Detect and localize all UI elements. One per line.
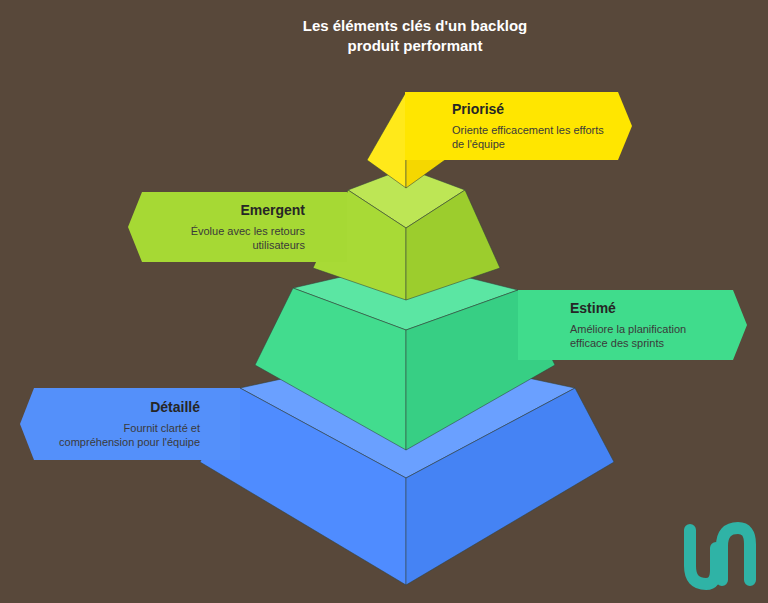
logo-stroke [690, 530, 716, 584]
callout-banner: DétailléFournit clarté et compréhension … [20, 388, 240, 460]
pyramid-left-face [367, 92, 406, 188]
logo [690, 528, 750, 584]
banner-fill [128, 192, 347, 262]
callout-heading: Priorisé [452, 101, 604, 117]
banner-fill [20, 388, 240, 460]
callout-description: Fournit clarté et compréhension pour l'é… [46, 421, 200, 450]
callout-description: Oriente efficacement les efforts de l'éq… [452, 123, 604, 152]
diagram-title: Les éléments clés d'un backlog produit p… [302, 16, 528, 55]
pyramid-left-face [255, 288, 406, 450]
callout-heading: Emergent [156, 202, 305, 218]
banner-fill [405, 92, 632, 160]
callout-heading: Estimé [570, 300, 719, 316]
callout-description: Évolue avec les retours utilisateurs [156, 224, 305, 253]
banner-fill [518, 290, 747, 360]
callout-banner: EmergentÉvolue avec les retours utilisat… [128, 192, 347, 262]
callout-heading: Détaillé [46, 399, 200, 415]
pyramid-right-face [406, 190, 500, 300]
logo-stroke [722, 528, 750, 580]
callout-description: Améliore la planification efficace des s… [570, 322, 719, 351]
callout-banner: EstiméAméliore la planification efficace… [518, 290, 747, 360]
callout-banner: PrioriséOriente efficacement les efforts… [405, 92, 632, 160]
